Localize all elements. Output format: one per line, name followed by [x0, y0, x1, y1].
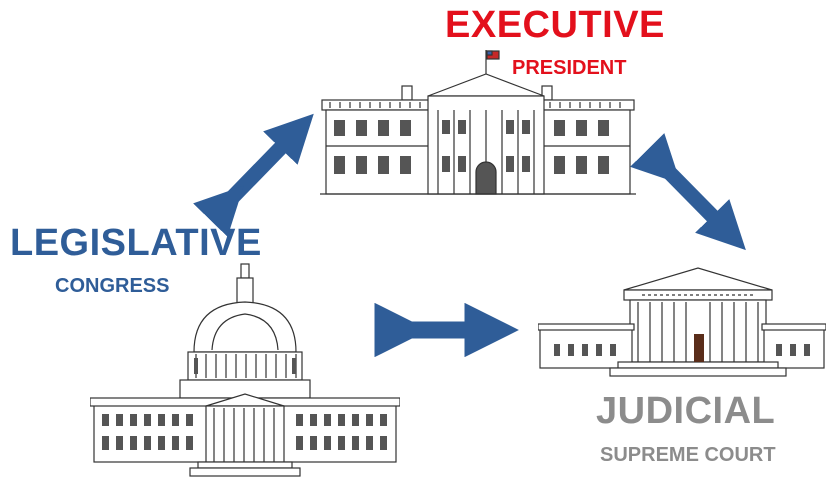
capitol-icon [90, 263, 400, 477]
white-house-icon [320, 50, 636, 195]
executive-title: EXECUTIVE [445, 4, 665, 46]
executive-subtitle: PRESIDENT [512, 57, 627, 79]
supreme-court-icon [538, 267, 826, 377]
judicial-subtitle: SUPREME COURT [600, 444, 776, 466]
arrow-legislative-executive [193, 113, 314, 237]
arrow-executive-judicial [630, 133, 746, 251]
legislative-subtitle: CONGRESS [55, 275, 170, 297]
judicial-title: JUDICIAL [596, 390, 776, 432]
